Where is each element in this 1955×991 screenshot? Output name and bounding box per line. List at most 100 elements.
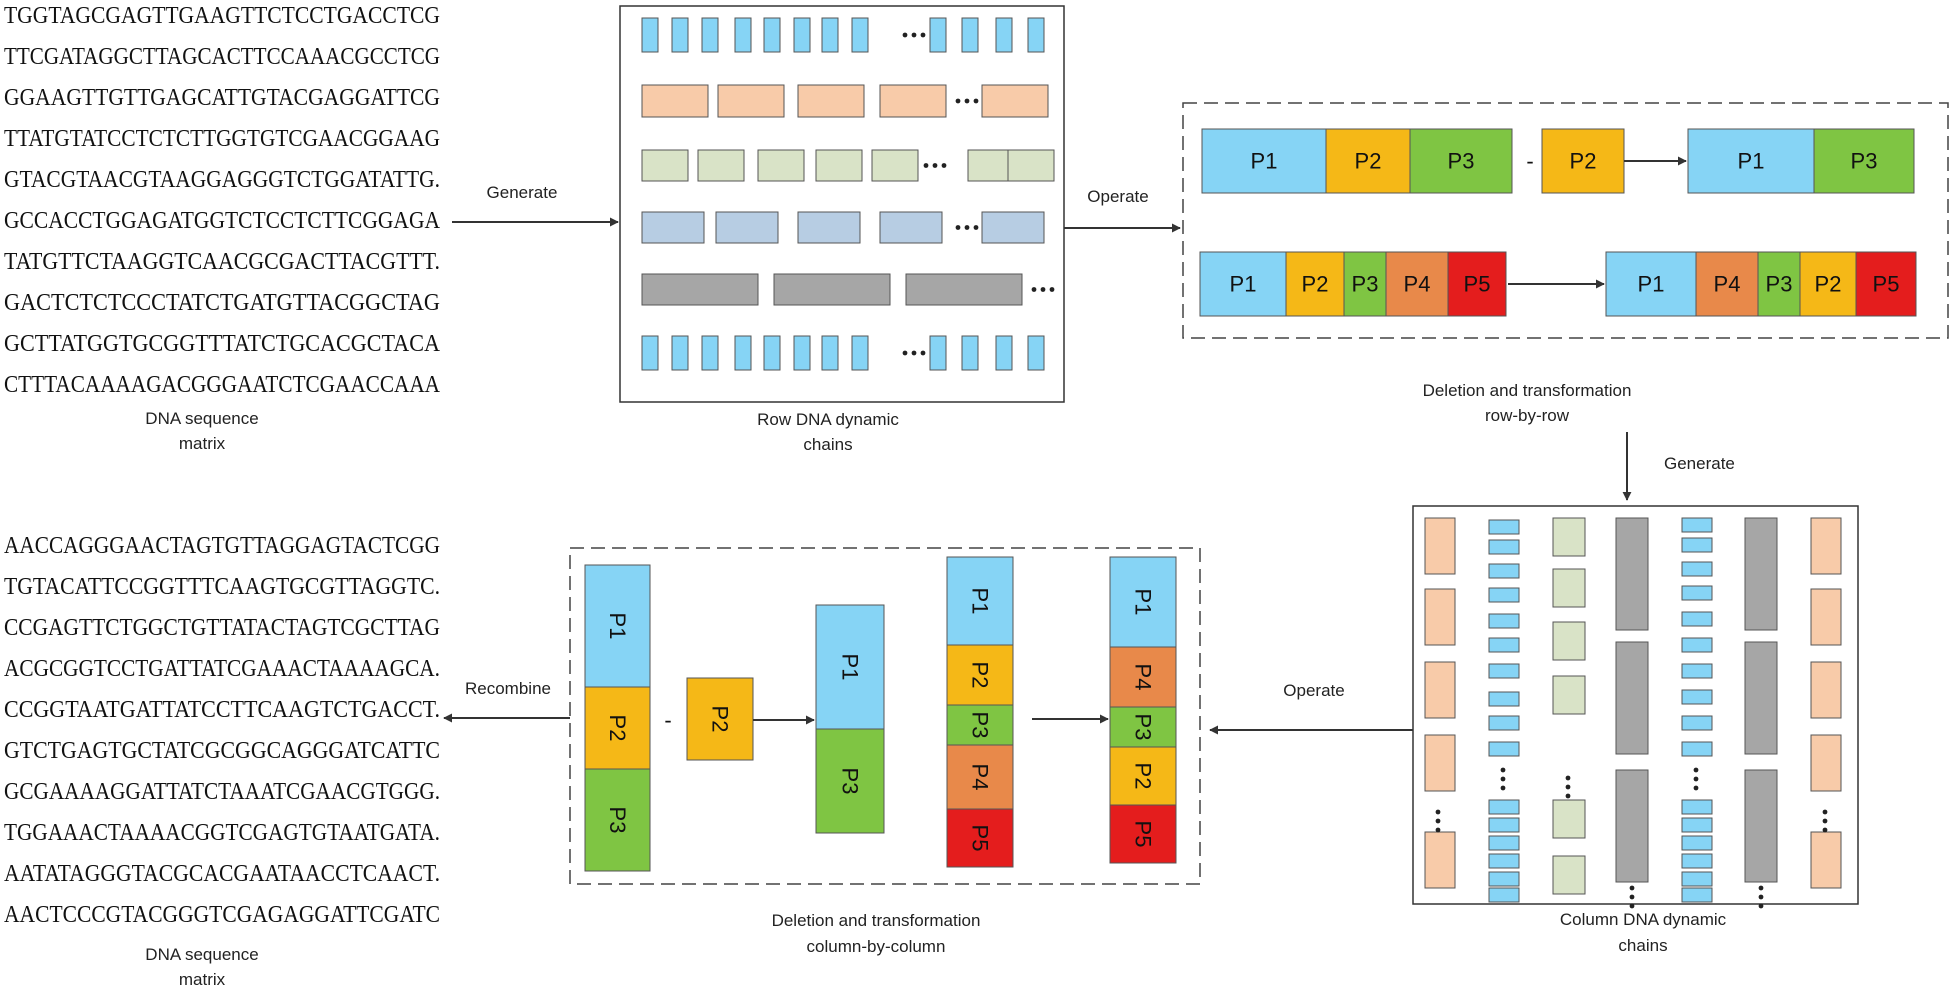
top-matrix-caption-line1: DNA sequence bbox=[145, 409, 258, 428]
row-chain-ellipsis bbox=[1031, 287, 1055, 292]
column-op-segment-label: P1 bbox=[1131, 589, 1156, 616]
sequence-row: TATGTTCTAAGGTCAACGCGACTTACGTTT. bbox=[4, 249, 440, 275]
row-chain-block bbox=[671, 335, 689, 371]
column-chain-block bbox=[1488, 835, 1520, 851]
row-chain-block bbox=[671, 17, 689, 53]
row-chain-block bbox=[715, 211, 779, 244]
column-op-segment bbox=[815, 728, 885, 834]
row-chain-block bbox=[757, 149, 805, 182]
row-chain-block bbox=[701, 17, 719, 53]
row-chain-block bbox=[701, 335, 719, 371]
column-op-segment-label: P2 bbox=[968, 662, 993, 689]
row-op-segment-label: P2 bbox=[1570, 149, 1597, 174]
column-chain-ellipsis bbox=[1435, 809, 1441, 833]
column-chain-block bbox=[1681, 517, 1713, 533]
column-op-segment-label: P5 bbox=[968, 825, 993, 852]
row-ops-caption-line2: row-by-row bbox=[1485, 406, 1570, 425]
column-chain-block bbox=[1552, 568, 1586, 608]
column-chain-block bbox=[1681, 835, 1713, 851]
row-chain-block bbox=[717, 84, 785, 118]
row-chains-caption-line2: chains bbox=[803, 435, 852, 454]
column-chain-block bbox=[1488, 539, 1520, 555]
row-op-segment bbox=[1385, 251, 1449, 317]
column-op-segment bbox=[1109, 646, 1177, 708]
sequence-row: ACGCGGTCCTGATTATCGAAACTAAAAGCA. bbox=[4, 656, 440, 682]
sequence-row: AATATAGGGTACGCACGAATAACCTCAACT. bbox=[4, 861, 440, 887]
row-op-segment-label: P2 bbox=[1355, 149, 1382, 174]
col-ops-caption-line1: Deletion and transformation bbox=[772, 911, 981, 930]
row-chain-block bbox=[961, 17, 979, 53]
top-matrix-caption-line2: matrix bbox=[179, 434, 226, 453]
column-chain-block bbox=[1681, 689, 1713, 705]
row-chains-caption-line1: Row DNA dynamic bbox=[757, 410, 899, 429]
row-op-segment bbox=[1325, 128, 1411, 194]
row-chain-block bbox=[641, 273, 759, 306]
row-chain-block bbox=[641, 335, 659, 371]
row-chain-block bbox=[763, 17, 781, 53]
row-chain-block bbox=[641, 149, 689, 182]
column-op-segment bbox=[946, 704, 1014, 746]
sequence-row: GCCACCTGGAGATGGTCTCCTCTTCGGAGA bbox=[4, 208, 441, 234]
column-chain-block bbox=[1810, 831, 1842, 889]
column-chain-block bbox=[1488, 637, 1520, 653]
row-op-segment-label: P1 bbox=[1638, 272, 1665, 297]
column-chain-block bbox=[1681, 637, 1713, 653]
column-chain-block bbox=[1681, 853, 1713, 869]
column-chain-ellipsis bbox=[1758, 885, 1764, 909]
column-op-minus: - bbox=[664, 708, 671, 733]
column-op-segment bbox=[584, 686, 651, 770]
column-chain-block bbox=[1488, 563, 1520, 579]
column-chains-caption-line1: Column DNA dynamic bbox=[1560, 910, 1727, 929]
column-chain-ellipsis bbox=[1565, 775, 1571, 799]
bottom-matrix-caption-line1: DNA sequence bbox=[145, 945, 258, 964]
row-chain-block bbox=[815, 149, 863, 182]
column-chain-block bbox=[1681, 799, 1713, 815]
row-chain-block bbox=[821, 17, 839, 53]
row-chain-block bbox=[929, 17, 947, 53]
column-op-segment bbox=[584, 564, 651, 688]
column-chain-block bbox=[1488, 715, 1520, 731]
row-op-segment bbox=[1855, 251, 1917, 317]
column-chain-block bbox=[1681, 817, 1713, 833]
row-op-segment-label: P2 bbox=[1815, 272, 1842, 297]
column-op-segment bbox=[946, 644, 1014, 706]
row-chain-block bbox=[1007, 149, 1055, 182]
sequence-row: GACTCTCTCCCTATCTGATGTTACGGCTAG bbox=[4, 290, 440, 316]
row-chain-ellipsis bbox=[955, 98, 979, 104]
generate-label-right: Generate bbox=[1664, 454, 1735, 473]
column-chain-block bbox=[1744, 641, 1778, 755]
row-chain-block bbox=[929, 335, 947, 371]
row-chain-block bbox=[797, 84, 865, 118]
row-chain-block bbox=[793, 335, 811, 371]
column-op-segment-label: P1 bbox=[605, 613, 630, 640]
column-op-segment-label: P3 bbox=[605, 807, 630, 834]
row-op-segment-label: P3 bbox=[1448, 149, 1475, 174]
row-chain-block bbox=[967, 149, 1015, 182]
row-op-segment-label: P3 bbox=[1851, 149, 1878, 174]
column-chain-block bbox=[1424, 517, 1456, 575]
column-chain-block bbox=[1488, 741, 1520, 757]
sequence-row: GTACGTAACGTAAGGAGGGTCTGGATATTG. bbox=[4, 167, 440, 193]
row-chain-block bbox=[879, 211, 943, 244]
bottom-matrix-caption-line2: matrix bbox=[179, 970, 226, 989]
column-op-segment-label: P3 bbox=[1131, 714, 1156, 741]
column-op-segment-label: P4 bbox=[968, 764, 993, 791]
column-chain-block bbox=[1552, 799, 1586, 839]
row-chains-box bbox=[619, 5, 1065, 403]
row-op-segment-label: P4 bbox=[1714, 272, 1741, 297]
row-chain-block bbox=[851, 17, 869, 53]
column-op-segment bbox=[686, 677, 754, 761]
column-chain-block bbox=[1681, 715, 1713, 731]
row-op-minus: - bbox=[1526, 149, 1533, 174]
sequence-row: CTTTACAAAAGACGGGAATCTCGAACCAAA bbox=[4, 372, 441, 398]
row-chain-block bbox=[995, 335, 1013, 371]
column-chains-content bbox=[1424, 517, 1842, 909]
sequence-row: CCGAGTTCTGGCTGTTATACTAGTCGCTTAG bbox=[4, 615, 440, 641]
column-chain-block bbox=[1615, 769, 1649, 883]
column-chain-block bbox=[1488, 887, 1520, 903]
column-op-segment bbox=[584, 768, 651, 872]
sequence-row: TGGTAGCGAGTTGAAGTTCTCCTGACCTCG bbox=[4, 3, 440, 29]
column-chain-block bbox=[1552, 675, 1586, 715]
